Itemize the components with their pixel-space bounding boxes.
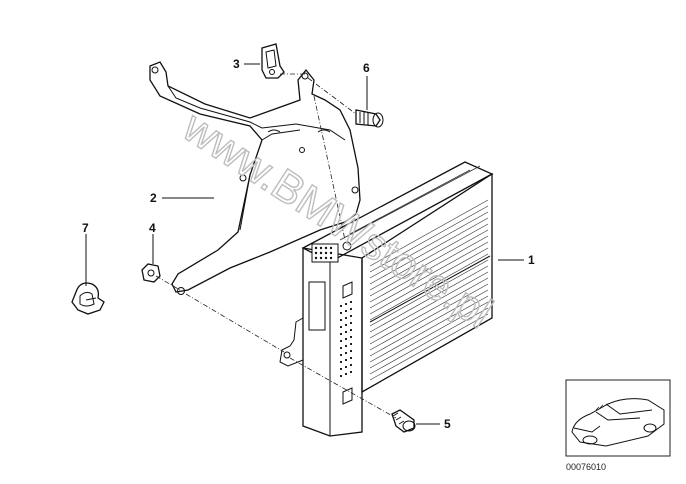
callout-5[interactable]: 5 [444, 417, 451, 431]
cooling-ribs [339, 165, 489, 381]
callout-7[interactable]: 7 [82, 221, 89, 235]
control-unit [279, 161, 494, 437]
callout-3[interactable]: 3 [233, 57, 240, 71]
leader-lines [85, 63, 524, 425]
cable-clip [71, 282, 105, 315]
vehicle-thumbnail[interactable]: 00076010 [565, 379, 671, 472]
screw-6 [355, 109, 384, 128]
hex-nut [141, 263, 161, 283]
screw-5 [391, 409, 416, 433]
watermark: www.BMWstore.pl [174, 102, 501, 338]
callout-2[interactable]: 2 [150, 191, 157, 205]
callout-4[interactable]: 4 [149, 221, 156, 235]
clip-nut [261, 43, 285, 79]
callout-1[interactable]: 1 [528, 253, 535, 267]
mounting-bracket [149, 61, 361, 295]
assembly-lines [155, 73, 397, 419]
callout-6[interactable]: 6 [363, 61, 370, 75]
connector-pins [314, 246, 333, 260]
thumbnail-part-number: 00076010 [566, 462, 606, 472]
vent-holes [340, 301, 352, 377]
